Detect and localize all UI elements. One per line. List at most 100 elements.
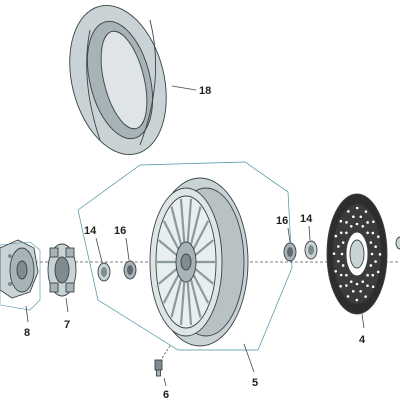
disc-hole — [339, 284, 342, 288]
callout-18: 18 — [199, 85, 211, 97]
brake-disc-holes — [332, 206, 382, 302]
disc-hole — [334, 269, 337, 273]
disc-hole — [355, 222, 359, 226]
spoke — [186, 198, 193, 245]
spoke — [186, 279, 193, 326]
disc-hole — [364, 210, 368, 213]
callout-7: 7 — [64, 319, 70, 331]
disc-hole — [339, 231, 343, 235]
leader-16a — [125, 237, 130, 261]
spoke — [189, 206, 202, 247]
callout-14b: 14 — [300, 213, 313, 225]
spoke — [193, 267, 214, 285]
disc-hole — [349, 280, 353, 284]
spoke — [191, 220, 210, 251]
disc-hole — [374, 245, 377, 249]
callout-8: 8 — [24, 327, 30, 339]
seal-right-part-14[interactable] — [304, 240, 318, 260]
disc-hole — [341, 241, 345, 244]
disc-hole — [355, 206, 359, 210]
leader-6-dashed — [161, 345, 171, 359]
spoke — [170, 277, 183, 318]
spoke — [193, 239, 214, 257]
spoke — [191, 273, 210, 304]
leader-8 — [25, 305, 29, 323]
disc-hole — [332, 252, 336, 255]
spoke — [162, 220, 181, 251]
disc-hole — [359, 289, 362, 293]
disc-hole — [361, 280, 365, 284]
disc-hole — [366, 231, 369, 235]
leader-6 — [163, 377, 167, 387]
spoke — [179, 279, 186, 326]
leader-14b — [308, 225, 311, 241]
callout-16b: 16 — [276, 215, 288, 227]
disc-hole — [355, 298, 359, 302]
disc-hole — [345, 221, 348, 224]
disc-hole — [345, 231, 348, 235]
spoke — [162, 273, 181, 304]
disc-hole — [346, 295, 350, 298]
assembly-group-outline — [77, 161, 293, 351]
seal-left-part-14[interactable] — [97, 262, 111, 282]
disc-hole — [369, 264, 373, 267]
disc-hole — [345, 284, 348, 287]
tire-part-18[interactable] — [55, 0, 181, 165]
disc-hole — [341, 264, 345, 267]
spoke — [170, 206, 183, 247]
disc-hole — [347, 210, 350, 213]
disc-hole — [371, 273, 375, 277]
disc-hole — [352, 215, 355, 219]
spoke — [158, 239, 179, 257]
axle-nut-fragment — [395, 236, 400, 250]
callout-6: 6 — [163, 389, 169, 400]
spoke — [189, 277, 202, 318]
disc-hole — [339, 219, 343, 223]
callout-16a: 16 — [114, 225, 126, 237]
disc-hole — [337, 245, 340, 248]
disc-hole — [349, 224, 353, 228]
disc-hole — [376, 270, 380, 274]
disc-hole — [370, 252, 374, 256]
disc-hole — [366, 273, 369, 277]
disc-hole — [361, 224, 365, 228]
disc-hole — [371, 285, 375, 289]
spoke — [179, 198, 186, 245]
hub-part-8[interactable] — [0, 239, 39, 299]
disc-hole — [355, 282, 359, 286]
leader-7 — [65, 297, 69, 313]
disc-hole — [377, 235, 380, 239]
disc-hole — [366, 284, 369, 287]
callout-5: 5 — [252, 377, 258, 389]
callout-14a: 14 — [84, 225, 97, 237]
disc-hole — [339, 273, 343, 277]
leader-4 — [361, 313, 365, 329]
leader-5 — [243, 343, 255, 373]
disc-hole — [340, 252, 344, 256]
cush-drive-part-7[interactable] — [47, 243, 77, 297]
spoke — [158, 267, 179, 285]
bearing-right-part-16[interactable] — [283, 242, 297, 262]
disc-hole — [372, 220, 375, 224]
callout-4: 4 — [359, 334, 366, 346]
rim-part-5[interactable] — [149, 177, 249, 347]
disc-hole — [351, 289, 355, 293]
brake-disc-part-4[interactable] — [326, 193, 388, 315]
disc-hole — [364, 295, 367, 298]
leader-18 — [171, 85, 197, 91]
bearing-left-part-16[interactable] — [123, 260, 137, 280]
disc-hole — [366, 221, 369, 224]
disc-hole — [345, 273, 348, 277]
leader-16b — [287, 227, 291, 243]
leader-14a — [95, 237, 103, 263]
disc-hole — [369, 241, 373, 244]
hub-group-outline — [0, 241, 41, 311]
disc-hole — [371, 231, 375, 235]
rim-spokes — [157, 198, 215, 326]
disc-hole — [374, 260, 377, 263]
disc-hole — [337, 259, 340, 263]
valve-part-6[interactable] — [154, 359, 163, 377]
disc-hole — [334, 234, 338, 238]
disc-hole — [378, 253, 382, 256]
